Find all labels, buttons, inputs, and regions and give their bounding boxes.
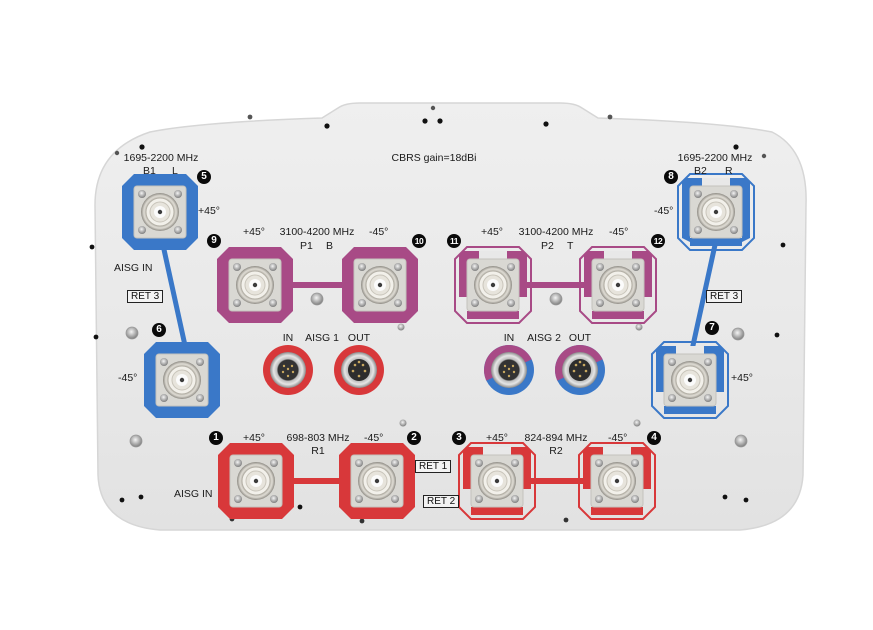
mounting-holes: [89, 105, 786, 524]
aisg1-in-label: IN: [282, 332, 294, 344]
port-9-polarization: +45°: [243, 226, 266, 238]
aisg1-out-connector[interactable]: [334, 345, 384, 395]
port-1-badge[interactable]: 1: [209, 431, 223, 445]
port-10-connector[interactable]: [342, 247, 418, 323]
port-4-connector[interactable]: [579, 443, 655, 519]
b2-name-label: B2: [694, 165, 707, 177]
port-1-polarization: +45°: [243, 432, 266, 444]
port-1-connector[interactable]: [218, 443, 294, 519]
port-10-polarization: -45°: [369, 226, 389, 238]
b1-side-label: L: [172, 165, 178, 177]
r1-band-label: 698-803 MHz: [286, 432, 350, 444]
port-11-connector[interactable]: [455, 247, 531, 323]
port-12-polarization: -45°: [609, 226, 629, 238]
port-11-polarization: +45°: [481, 226, 504, 238]
port-8-connector[interactable]: [678, 174, 754, 250]
aisg2-out-label: OUT: [568, 332, 592, 344]
ret3-right-label: RET 3: [706, 290, 743, 303]
p1-magenta-traces: [217, 247, 418, 323]
port-7-badge[interactable]: 7: [705, 321, 719, 335]
p2-band-label: 3100-4200 MHz: [518, 226, 594, 238]
port-8-polarization: -45°: [654, 205, 674, 217]
r2-band-label: 824-894 MHz: [524, 432, 588, 444]
p2-side-label: T: [567, 240, 574, 252]
port-6-connector[interactable]: [144, 342, 220, 418]
aisg2-out-connector[interactable]: [555, 345, 605, 395]
aisg2-in-connector[interactable]: [484, 345, 534, 395]
b1-band-label: 1695-2200 MHz: [123, 152, 199, 164]
aisg2-in-label: IN: [503, 332, 515, 344]
grounding-screws: [125, 292, 748, 448]
port-10-badge[interactable]: 10: [412, 234, 426, 248]
port-4-badge[interactable]: 4: [647, 431, 661, 445]
ret3-left-label: RET 3: [127, 290, 164, 303]
r1-name-label: R1: [311, 445, 325, 457]
port-3-connector[interactable]: [459, 443, 535, 519]
ret2-label: RET 2: [423, 495, 460, 508]
b2-side-label: R: [725, 165, 733, 177]
b1-name-label: B1: [143, 165, 156, 177]
aisg1-in-connector[interactable]: [263, 345, 313, 395]
port-2-connector[interactable]: [339, 443, 415, 519]
panel-body: [94, 102, 807, 531]
port-5-polarization: +45°: [198, 205, 221, 217]
port-7-polarization: +45°: [731, 372, 754, 384]
aisg-in-bottom-label: AISG IN: [174, 488, 213, 500]
port-6-badge[interactable]: 6: [152, 323, 166, 337]
port-3-badge[interactable]: 3: [452, 431, 466, 445]
port-12-badge[interactable]: 12: [651, 234, 665, 248]
port-4-polarization: -45°: [608, 432, 628, 444]
port-11-badge[interactable]: 11: [447, 234, 461, 248]
port-8-badge[interactable]: 8: [664, 170, 678, 184]
r2-name-label: R2: [549, 445, 563, 457]
cbrs-gain-label: CBRS gain=18dBi: [391, 152, 477, 164]
r1-red-traces: [218, 443, 415, 519]
aisg1-connectors: [263, 345, 384, 395]
p1-side-label: B: [326, 240, 334, 252]
port-2-polarization: -45°: [364, 432, 384, 444]
p1-name-label: P1: [300, 240, 313, 252]
p2-name-label: P2: [541, 240, 554, 252]
b1-blue-traces: [122, 174, 220, 418]
aisg2-name-label: AISG 2: [527, 332, 561, 344]
port-5-connector[interactable]: [122, 174, 198, 250]
b2-band-label: 1695-2200 MHz: [677, 152, 753, 164]
port-3-polarization: +45°: [486, 432, 509, 444]
port-7-connector[interactable]: [652, 342, 728, 418]
p1-band-label: 3100-4200 MHz: [279, 226, 355, 238]
aisg1-name-label: AISG 1: [305, 332, 339, 344]
port-12-connector[interactable]: [580, 247, 656, 323]
aisg-in-left-label: AISG IN: [114, 262, 153, 274]
port-6-polarization: -45°: [118, 372, 138, 384]
port-2-badge[interactable]: 2: [407, 431, 421, 445]
port-5-badge[interactable]: 5: [197, 170, 211, 184]
port-9-connector[interactable]: [217, 247, 293, 323]
aisg1-out-label: OUT: [347, 332, 371, 344]
aisg2-connectors: [484, 345, 605, 395]
ret1-label: RET 1: [415, 460, 452, 473]
port-9-badge[interactable]: 9: [207, 234, 221, 248]
